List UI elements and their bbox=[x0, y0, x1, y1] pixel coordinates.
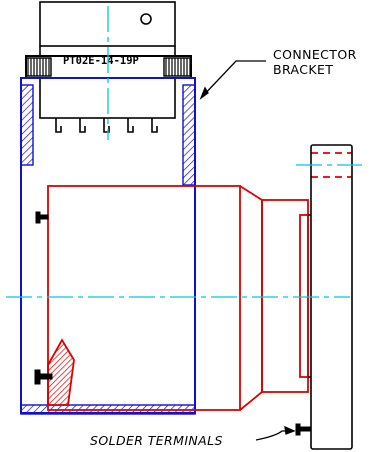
knurled-nut-right bbox=[163, 57, 192, 77]
housing-front-lip bbox=[299, 214, 309, 378]
connector-upper-body bbox=[39, 1, 176, 47]
connector-pins bbox=[55, 118, 158, 133]
housing-main-body bbox=[47, 185, 241, 411]
solder-terminals-label: SOLDER TERMINALS bbox=[90, 433, 223, 448]
connector-bracket-leader bbox=[199, 60, 266, 100]
housing-gusset-hatch bbox=[47, 338, 75, 406]
housing-front-body bbox=[261, 199, 309, 393]
mounting-screws bbox=[34, 211, 312, 436]
connector-bracket-label-line2: BRACKET bbox=[273, 62, 333, 77]
bracket-hatch-left-top bbox=[20, 84, 34, 166]
connector-bracket-label-line1: CONNECTOR bbox=[273, 47, 357, 62]
centerlines bbox=[6, 6, 362, 298]
screw-flange bbox=[295, 423, 312, 436]
knurled-nut-left bbox=[25, 57, 52, 77]
connector-key-circle bbox=[140, 13, 152, 25]
part-number-label: PT02E-14-19P bbox=[63, 55, 139, 67]
housing-step bbox=[239, 185, 263, 411]
screw-lower bbox=[34, 369, 53, 385]
screw-upper bbox=[35, 211, 49, 224]
housing bbox=[47, 152, 352, 411]
solder-terminals-leader bbox=[255, 425, 296, 441]
bracket-hatch-right bbox=[182, 84, 196, 186]
